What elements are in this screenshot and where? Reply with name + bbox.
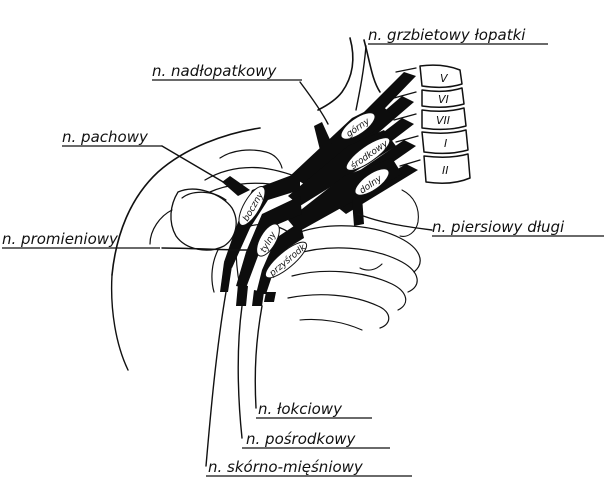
label-long-thoracic: n. piersiowy długi <box>432 218 565 236</box>
brachial-plexus <box>220 72 418 306</box>
vertebra-label: V <box>440 72 449 85</box>
vertebra-label: VII <box>436 114 450 127</box>
label-axillary: n. pachowy <box>62 128 149 146</box>
label-musculocutaneous: n. skórno-mięśniowy <box>208 458 364 476</box>
terminal-nerve <box>220 262 232 292</box>
terminal-nerve <box>236 284 248 306</box>
terminal-nerve <box>264 292 276 302</box>
label-median: n. pośrodkowy <box>246 430 357 448</box>
vertebra-label: VI <box>438 93 449 106</box>
label-dorsal-scapular: n. grzbietowy łopatki <box>368 26 526 44</box>
label-suprascapular: n. nadłopatkowy <box>152 62 277 80</box>
long-thoracic-branch <box>352 196 364 226</box>
vertebra-label: II <box>442 164 449 177</box>
terminal-nerve <box>252 290 264 306</box>
label-radial: n. promieniowy <box>2 230 119 248</box>
label-ulnar: n. łokciowy <box>258 400 343 418</box>
vertebra-label: I <box>444 137 447 150</box>
